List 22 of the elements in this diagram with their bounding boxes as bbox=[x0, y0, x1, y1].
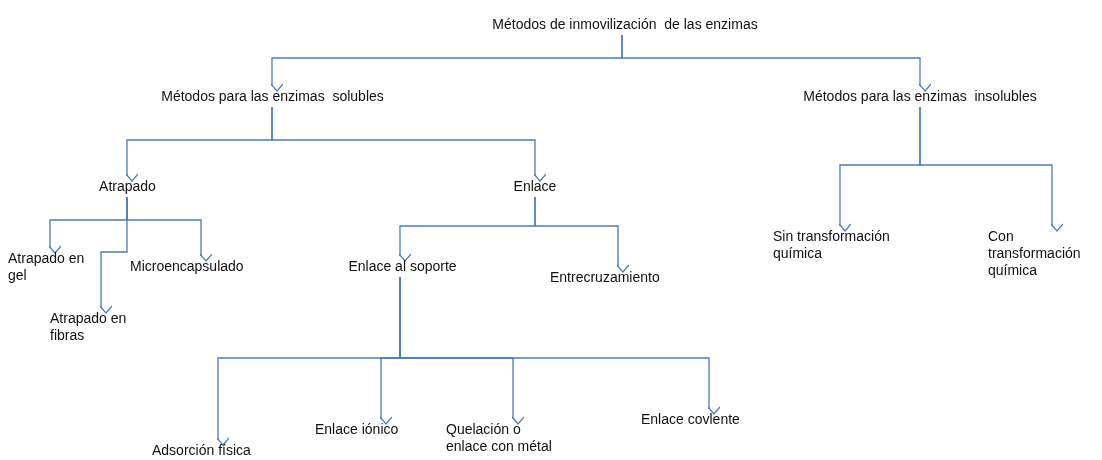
connector-arrow bbox=[126, 196, 213, 262]
node-label: Atrapado bbox=[99, 178, 156, 195]
node-label: Atrapado en gel bbox=[8, 250, 86, 284]
node-label: Enlace covlente bbox=[641, 411, 740, 428]
node-label: Entrecruzamiento bbox=[550, 269, 660, 286]
node-label: Enlace iónico bbox=[315, 421, 399, 438]
connector-arrow bbox=[621, 34, 932, 92]
node-label: Métodos para las enzimas solubles bbox=[161, 88, 384, 105]
node-label: Enlace bbox=[513, 178, 557, 195]
connector-arrow bbox=[399, 276, 721, 415]
connector-arrow bbox=[919, 106, 1064, 232]
node-label: Con transformación química bbox=[988, 228, 1082, 279]
node-label: Métodos de inmovilización de las enzimas bbox=[492, 16, 758, 33]
node-label: Quelación o enlace con métal bbox=[446, 421, 553, 455]
connector-arrow bbox=[271, 106, 547, 182]
connector-arrow bbox=[534, 196, 630, 273]
node-label: Métodos para las enzimas insolubles bbox=[803, 88, 1037, 105]
node-label: Adsorción física bbox=[152, 442, 251, 459]
node-label: Sin transformación química bbox=[773, 228, 891, 262]
node-label: Enlace al soporte bbox=[348, 258, 457, 275]
node-label: Microencapsulado bbox=[130, 258, 244, 275]
node-label: Atrapado en fibras bbox=[50, 310, 128, 344]
